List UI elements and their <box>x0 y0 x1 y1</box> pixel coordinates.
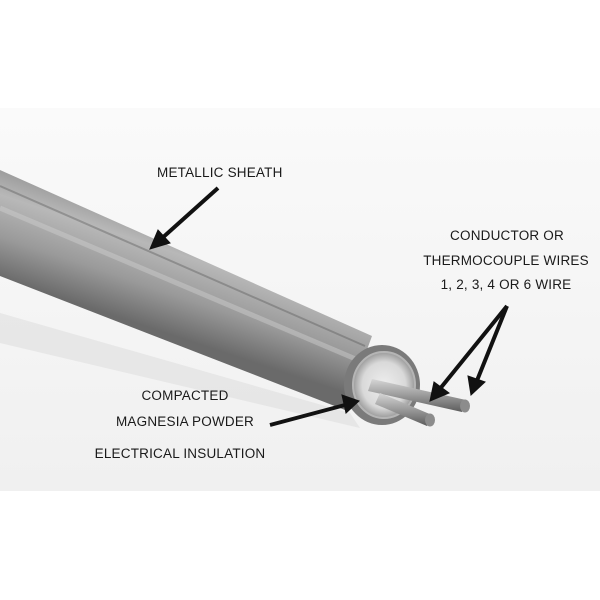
wire-lower <box>375 393 432 426</box>
end-face-ring <box>352 351 416 419</box>
label-conductor-3: 1, 2, 3, 4 OR 6 WIRE <box>440 277 572 292</box>
label-insulation-1: COMPACTED <box>141 388 229 403</box>
sheath-highlight <box>0 205 359 363</box>
label-insulation-3: ELECTRICAL INSULATION <box>94 446 266 461</box>
cable-shadow <box>0 313 360 428</box>
metallic-sheath <box>0 170 372 410</box>
mineral-insulated-cable-illustration <box>0 108 600 491</box>
wire-arrow-left-head <box>429 381 451 402</box>
label-insulation-2: MAGNESIA POWDER <box>115 414 255 429</box>
label-conductor-2: THERMOCOUPLE WIRES <box>423 253 589 268</box>
annotation-arrows <box>149 186 509 427</box>
wire-arrow-left-shaft <box>437 304 509 392</box>
cable-photo <box>0 108 600 491</box>
insulation-arrow-head <box>341 394 360 414</box>
wire-lower-tip <box>425 413 435 427</box>
insulation-arrow-shaft <box>269 403 346 427</box>
sheath-arrow-shaft <box>158 186 220 242</box>
label-conductor-1: CONDUCTOR OR <box>450 228 564 243</box>
wire-arrow-right-head <box>467 375 486 397</box>
wire-upper-tip <box>460 399 470 413</box>
label-metallic-sheath: METALLIC SHEATH <box>157 165 283 180</box>
sheath-edge <box>0 185 366 347</box>
conductor-wires <box>368 379 470 427</box>
sheath-arrow-head <box>149 229 171 250</box>
wire-upper <box>368 379 466 412</box>
wire-arrow-right-shaft <box>474 305 509 384</box>
